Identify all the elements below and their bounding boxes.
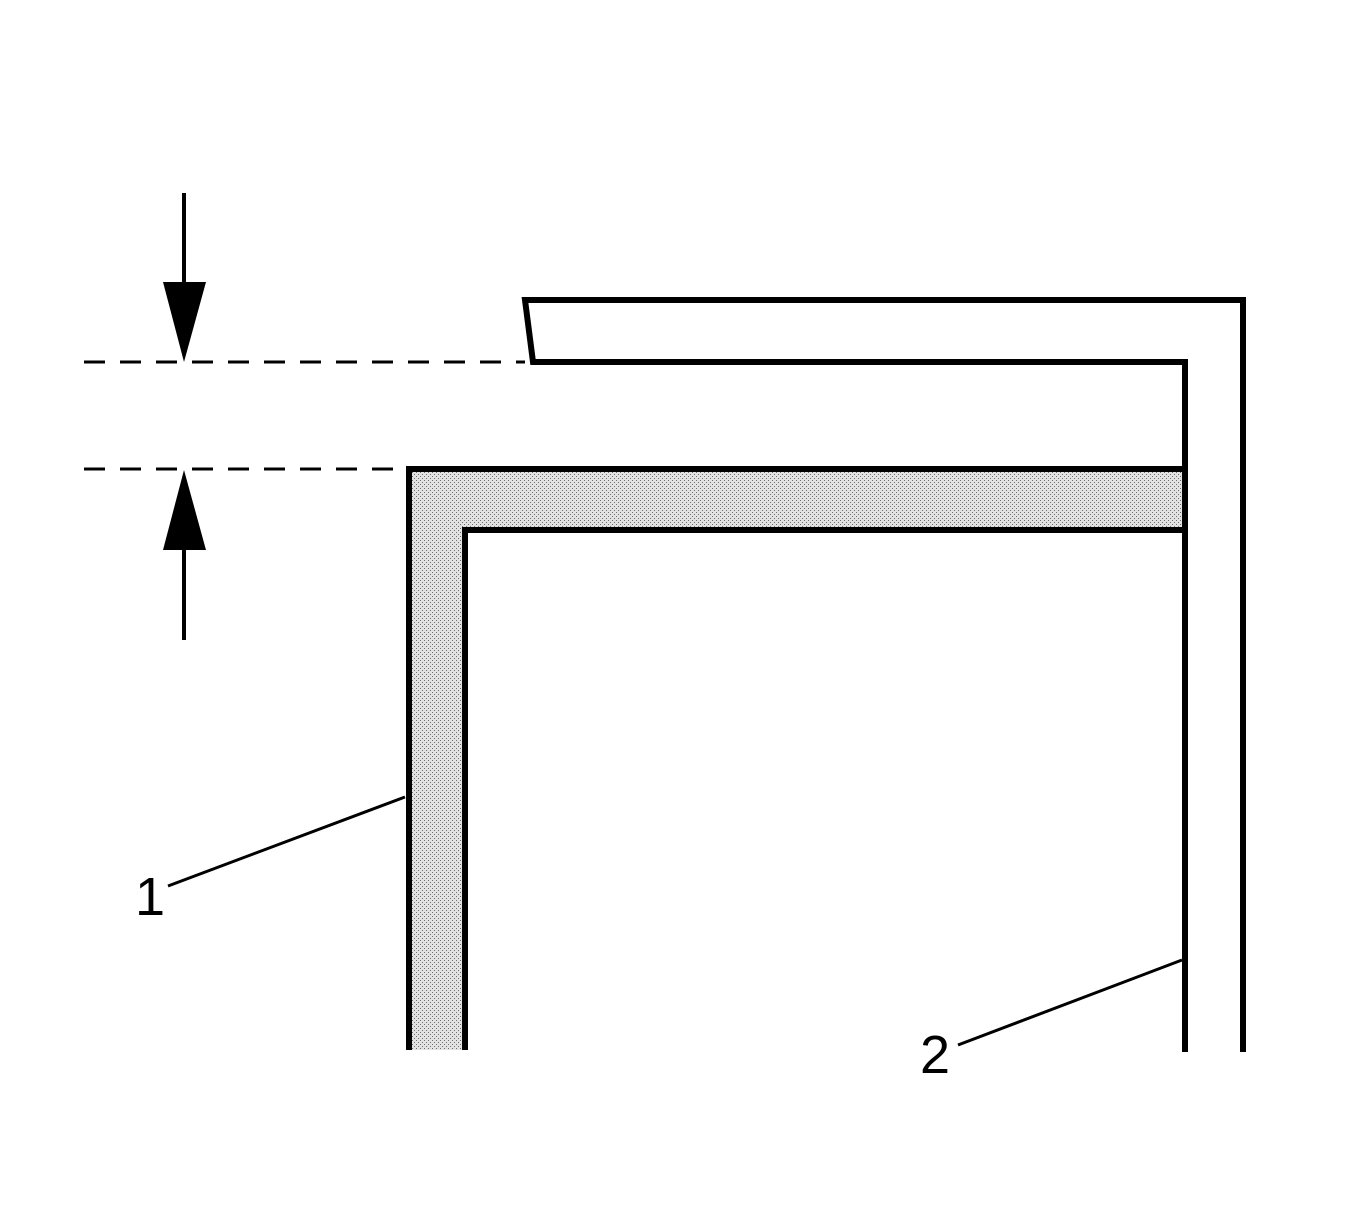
shaded-panel-inner-edge — [462, 527, 1185, 1050]
callout-1-label: 1 — [135, 867, 165, 927]
callout-2-label: 2 — [920, 1025, 950, 1085]
callout-1-leader — [167, 795, 406, 888]
outer-cap-outline — [521, 297, 1246, 1052]
callout-2-leader — [957, 958, 1183, 1047]
shaded-panel-outer-edge — [406, 466, 1185, 1050]
shaded-panel — [406, 466, 1185, 1050]
shaded-panel-fill — [409, 469, 1185, 1050]
outer-cap — [521, 297, 1246, 1052]
arrow-down-icon — [163, 193, 206, 362]
arrow-up-icon — [163, 470, 206, 640]
callout-1: 1 — [135, 795, 406, 927]
dimension-arrows — [163, 193, 206, 640]
callout-2: 2 — [920, 958, 1183, 1085]
reference-lines — [84, 360, 525, 471]
